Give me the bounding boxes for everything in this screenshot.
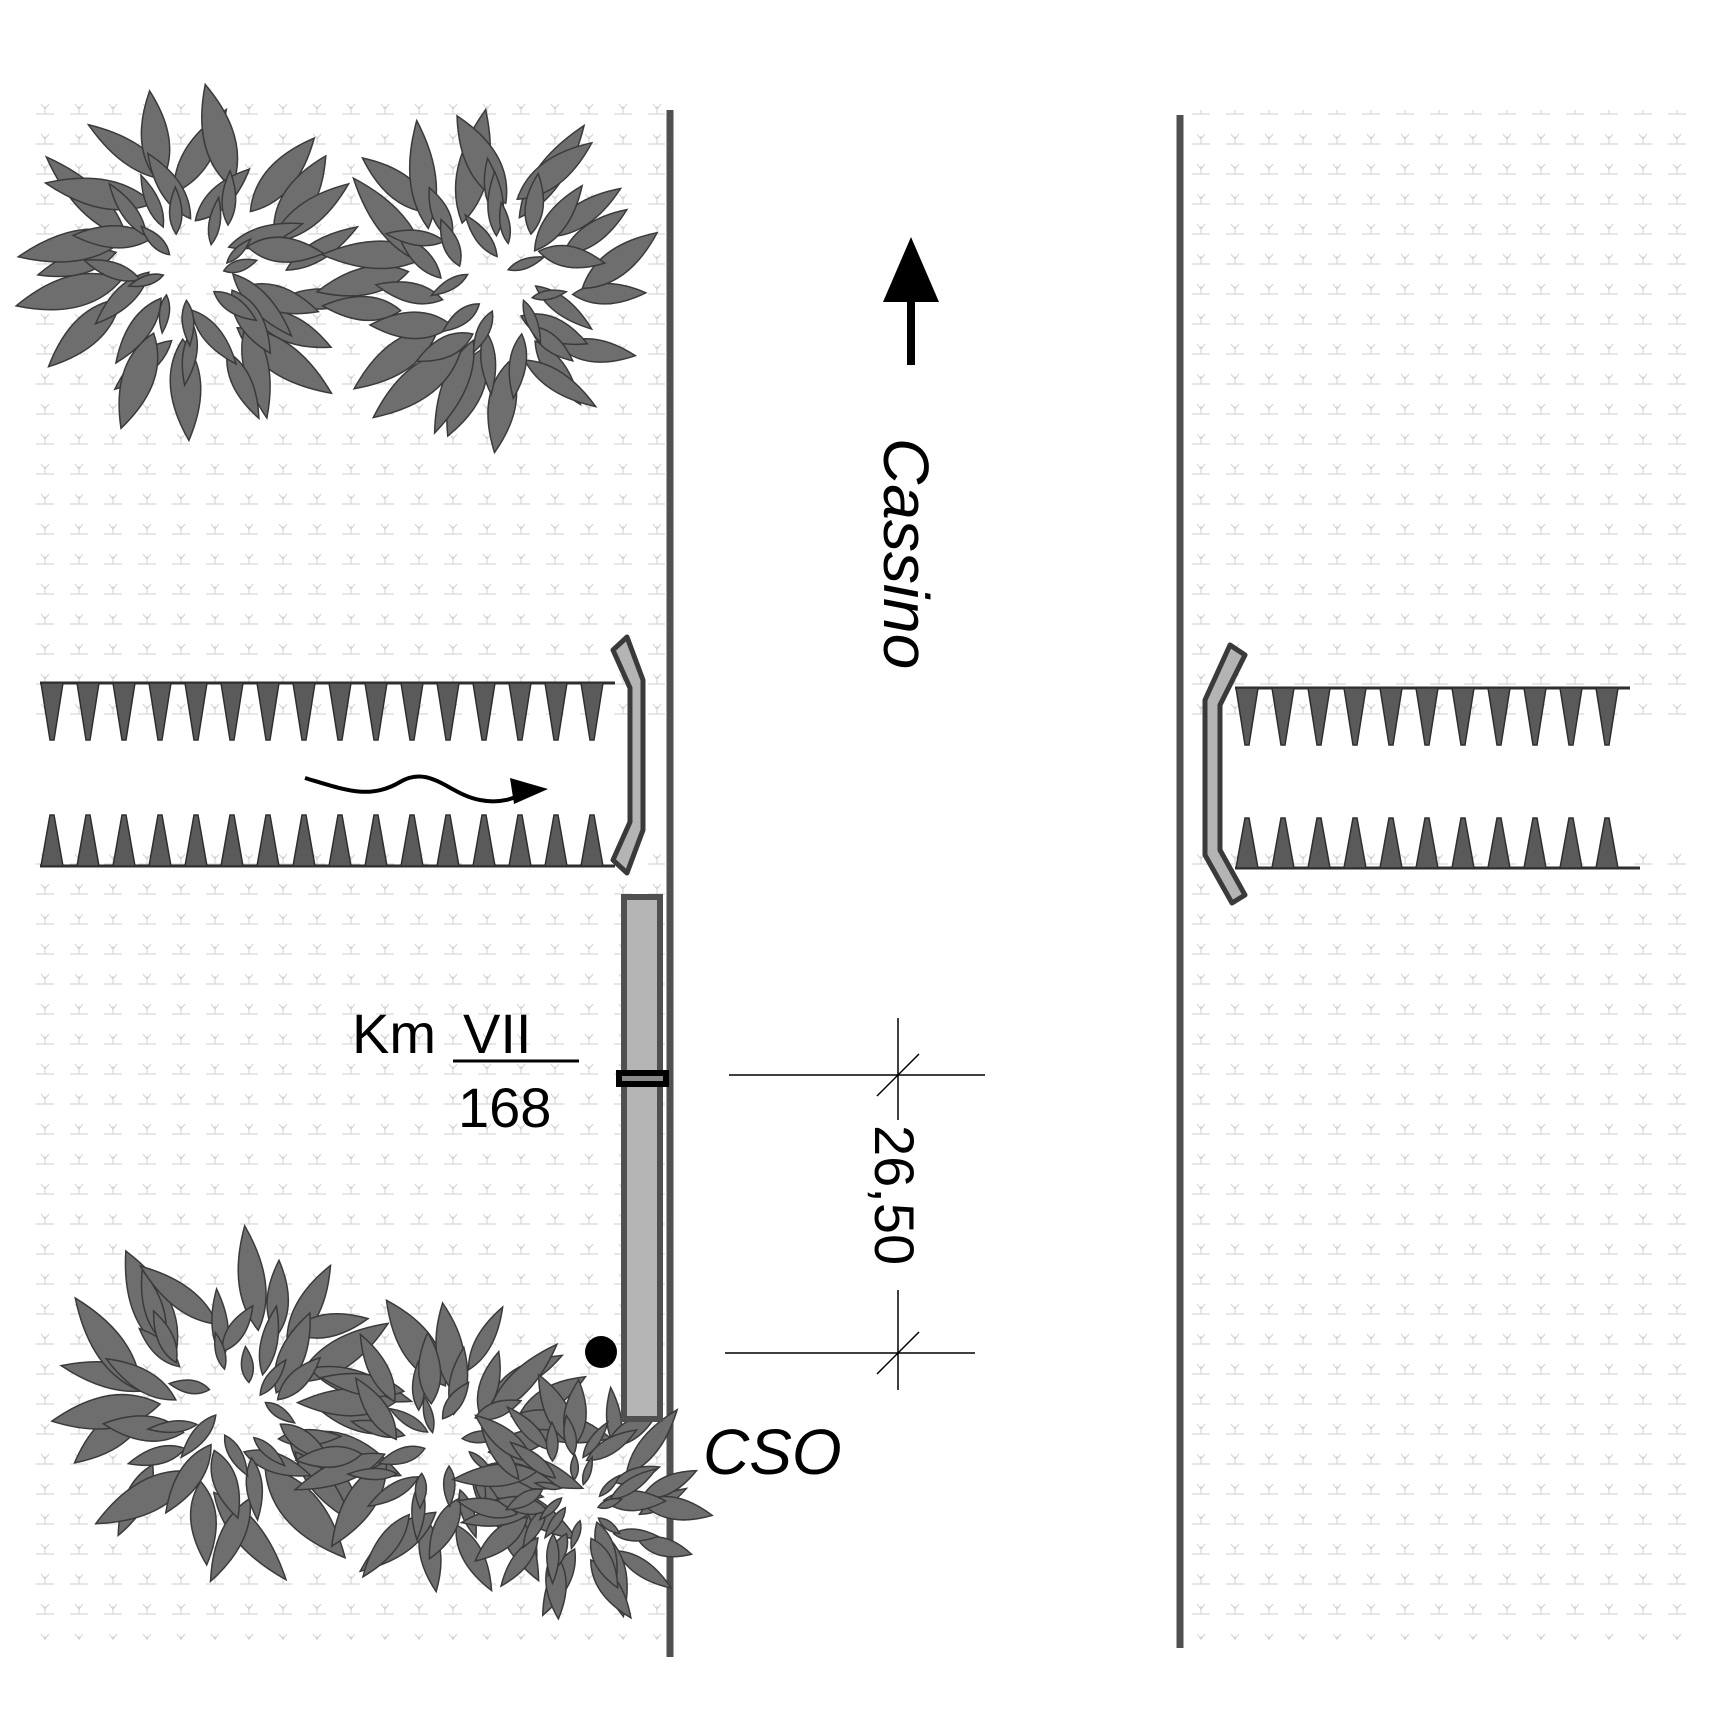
hedge-spike bbox=[544, 814, 568, 867]
right-channel-clear bbox=[1182, 730, 1690, 850]
hedge-spike bbox=[292, 814, 316, 867]
dimension-text-bg bbox=[862, 1120, 928, 1290]
arrow-up-icon bbox=[883, 237, 939, 365]
tree-canopy bbox=[315, 107, 659, 455]
hedge-spike bbox=[220, 814, 244, 867]
hedge-spike bbox=[1523, 687, 1547, 746]
hedge-spike bbox=[400, 682, 424, 741]
hedge-spike bbox=[1343, 687, 1367, 746]
hedge-spike bbox=[1235, 817, 1259, 869]
hedge-spike bbox=[328, 814, 352, 867]
hedge-spike bbox=[1343, 817, 1367, 869]
point-marker-icon bbox=[585, 1336, 617, 1368]
hedge-spike bbox=[1379, 687, 1403, 746]
hedge-spike bbox=[472, 814, 496, 867]
left-guardrail-bend bbox=[610, 634, 646, 876]
marker-code-label: CSO bbox=[703, 1416, 842, 1488]
milestone-denominator: 168 bbox=[458, 1076, 551, 1139]
hedge-spike bbox=[256, 682, 280, 741]
hedge-spike bbox=[364, 682, 388, 741]
hedge-spike bbox=[1415, 817, 1439, 869]
hedge-spike bbox=[1415, 687, 1439, 746]
hedge-spike bbox=[328, 682, 352, 741]
hedge-icon bbox=[40, 681, 1640, 870]
hedge-spike bbox=[1235, 687, 1259, 746]
tree-canopy bbox=[451, 1373, 714, 1621]
hedge-spike bbox=[1307, 687, 1331, 746]
hedge-spike bbox=[1487, 687, 1511, 746]
guardrail-icon bbox=[610, 634, 1248, 1422]
hedge-spike bbox=[508, 814, 532, 867]
milestone-prefix: Km bbox=[352, 1002, 436, 1065]
hedge-spike bbox=[40, 682, 64, 741]
hedge-spike bbox=[1487, 817, 1511, 869]
hedge-spike bbox=[364, 814, 388, 867]
hedge-spike bbox=[220, 682, 244, 741]
hedge-spike bbox=[292, 682, 316, 741]
hedge-spike bbox=[1559, 817, 1583, 869]
hedge-spike bbox=[400, 814, 424, 867]
hedge-spike bbox=[544, 682, 568, 741]
hedge-spike bbox=[184, 682, 208, 741]
hedge-spike bbox=[1451, 817, 1475, 869]
dimension-line bbox=[725, 1018, 985, 1390]
culvert-flow-icon bbox=[304, 774, 548, 804]
hedge-spike bbox=[1595, 687, 1619, 746]
hedge-spike bbox=[112, 814, 136, 867]
dimension-value: 26,50 bbox=[863, 1125, 926, 1265]
hedge-spike bbox=[184, 814, 208, 867]
hedge-spike bbox=[1271, 687, 1295, 746]
right-grass-verge bbox=[1182, 110, 1690, 1640]
hedge-spike bbox=[1271, 817, 1295, 869]
hedge-spike bbox=[112, 682, 136, 741]
hedge-spike bbox=[148, 682, 172, 741]
destination-label: Cassino bbox=[870, 438, 942, 669]
hedge-spike bbox=[580, 682, 604, 741]
hedge-spike bbox=[148, 814, 172, 867]
hedge-spike bbox=[1595, 817, 1619, 869]
hedge-spike bbox=[472, 682, 496, 741]
hedge-spike bbox=[76, 814, 100, 867]
hedge-spike bbox=[1559, 687, 1583, 746]
hedge-spike bbox=[580, 814, 604, 867]
hedge-spike bbox=[76, 682, 100, 741]
hedge-spike bbox=[1307, 817, 1331, 869]
hedge-spike bbox=[1379, 817, 1403, 869]
hedge-spike bbox=[256, 814, 280, 867]
hedge-spike bbox=[1523, 817, 1547, 869]
hedge-spike bbox=[40, 814, 64, 867]
right-guardrail-bend bbox=[1202, 642, 1248, 906]
milestone-numerator: VII bbox=[463, 1002, 531, 1065]
hedge-spike bbox=[508, 682, 532, 741]
tree-icon bbox=[14, 82, 714, 1621]
hedge-spike bbox=[436, 682, 460, 741]
tree-canopy bbox=[14, 82, 368, 443]
hedge-spike bbox=[1451, 687, 1475, 746]
hedge-spike bbox=[436, 814, 460, 867]
guardrail-barrier bbox=[621, 894, 663, 1422]
milestone-icon-inner bbox=[622, 1076, 663, 1081]
